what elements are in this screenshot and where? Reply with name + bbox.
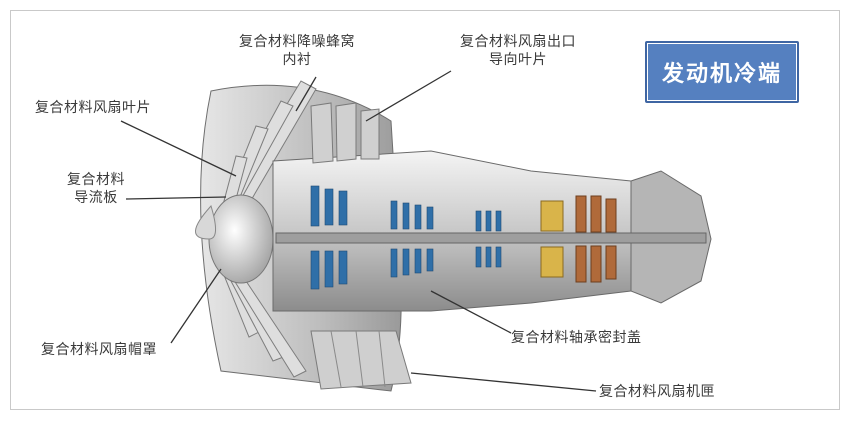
- label-text: 复合材料风扇帽罩: [41, 342, 157, 358]
- label-text: 复合材料轴承密封盖: [511, 330, 642, 346]
- label-text: 复合材料风扇机匣: [599, 384, 715, 400]
- label-fan-case: 复合材料风扇机匣: [599, 383, 715, 401]
- core-engine: [272, 150, 712, 312]
- compressor-stages: [310, 185, 502, 290]
- title-box: 发动机冷端: [645, 41, 799, 103]
- engine-cutaway: [120, 70, 712, 392]
- label-text: 复合材料降噪蜂窝: [239, 34, 355, 50]
- label-outlet-guide-vanes: 复合材料风扇出口 导向叶片: [443, 33, 593, 69]
- label-text: 导向叶片: [489, 52, 547, 68]
- leader-lines: [120, 70, 597, 392]
- label-text: 导流板: [74, 190, 118, 206]
- label-text: 复合材料风扇出口: [460, 34, 576, 50]
- outlet-guide-vanes: [310, 102, 380, 164]
- label-honeycomb-liner: 复合材料降噪蜂窝 内衬: [217, 33, 377, 69]
- label-fan-blade: 复合材料风扇叶片: [35, 99, 151, 117]
- label-guide-plate: 复合材料 导流板: [51, 171, 141, 207]
- label-text: 内衬: [282, 52, 312, 68]
- turbine-section: [540, 195, 617, 283]
- page-title: 发动机冷端: [661, 62, 782, 87]
- label-text: 复合材料风扇叶片: [35, 100, 151, 116]
- label-bearing-cover: 复合材料轴承密封盖: [511, 329, 642, 347]
- label-fan-hood: 复合材料风扇帽罩: [41, 341, 157, 359]
- label-text: 复合材料: [67, 172, 125, 188]
- figure-frame: 复合材料降噪蜂窝 内衬 复合材料风扇出口 导向叶片 复合材料风扇叶片 复合材料 …: [10, 10, 840, 410]
